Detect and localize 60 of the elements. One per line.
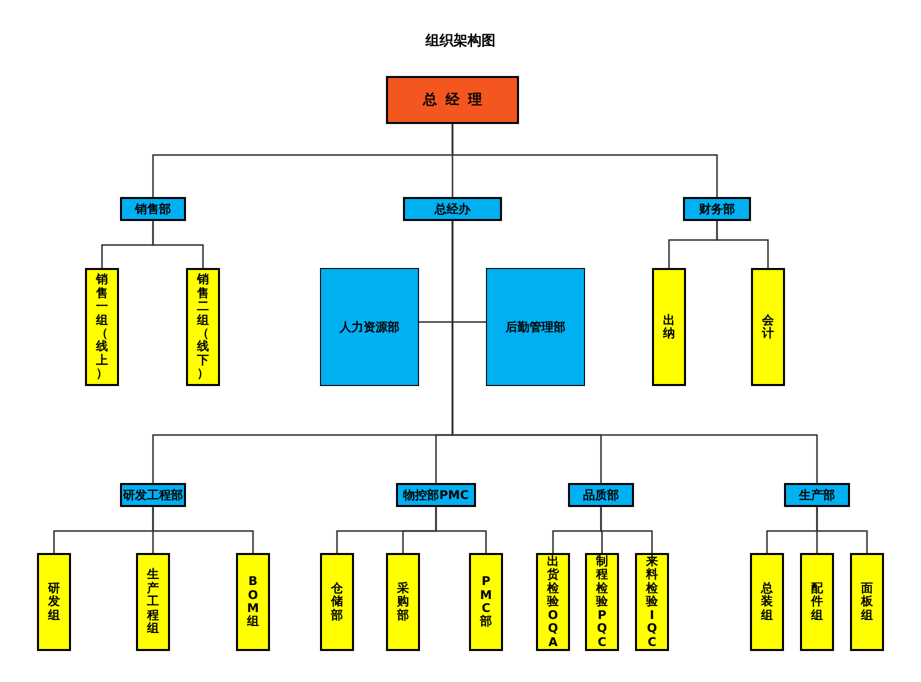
team-box <box>635 553 669 651</box>
connector-line <box>452 124 718 197</box>
node-label: PMC部 <box>480 575 492 629</box>
department-box <box>568 483 634 507</box>
node-label: 出纳 <box>663 314 675 340</box>
department-box <box>120 483 186 507</box>
node-label: 后勤管理部 <box>506 318 566 336</box>
chart-title: 组织架构图 <box>426 32 496 50</box>
connector-line <box>716 221 769 268</box>
department-box <box>396 483 476 507</box>
team-box <box>585 553 619 651</box>
node-label: 总装组 <box>761 582 773 622</box>
node-label: 仓储部 <box>331 582 343 622</box>
department-box <box>120 197 186 221</box>
node-label: BOM组 <box>247 575 259 629</box>
team-box <box>850 553 884 651</box>
node-label: 出货检验OQA <box>547 554 559 650</box>
node-label: 生产工程组 <box>147 568 159 636</box>
team-box <box>386 553 420 651</box>
team-box <box>800 553 834 651</box>
node-label: 人力资源部 <box>340 318 400 336</box>
department-box <box>784 483 850 507</box>
node-label: 品质部 <box>583 486 619 504</box>
node-label: 来料检验IQC <box>646 554 658 650</box>
node-label: 生产部 <box>799 486 835 504</box>
node-label: 研发工程部 <box>123 486 183 504</box>
node-label: 制程检验PQC <box>596 554 608 650</box>
department-box <box>320 268 419 386</box>
team-box <box>236 553 270 651</box>
connector-line <box>152 507 254 553</box>
connector-line <box>600 507 653 553</box>
team-box <box>469 553 503 651</box>
team-box <box>186 268 220 386</box>
node-label: 财务部 <box>699 200 735 218</box>
node-label: 配件组 <box>811 582 823 622</box>
team-box <box>652 268 686 386</box>
team-box <box>85 268 119 386</box>
node-label: 销售二组（线下） <box>197 273 209 381</box>
connector-line <box>435 507 487 553</box>
node-label: 物控部PMC <box>403 486 469 504</box>
team-box <box>37 553 71 651</box>
node-label: 采购部 <box>397 582 409 622</box>
team-box <box>320 553 354 651</box>
node-label: 面板组 <box>861 582 873 622</box>
connector-line <box>152 221 204 268</box>
team-box <box>136 553 170 651</box>
department-box <box>486 268 585 386</box>
node-label: 研发组 <box>48 582 60 622</box>
manager-box <box>386 76 519 124</box>
team-box <box>536 553 570 651</box>
department-box <box>683 197 751 221</box>
team-box <box>750 553 784 651</box>
node-label: 会计 <box>762 314 774 340</box>
connector-line <box>816 507 868 553</box>
node-label: 销售一组（线上） <box>96 273 108 381</box>
node-label: 销售部 <box>135 200 171 218</box>
node-label: 总经理 <box>423 91 490 109</box>
department-box <box>403 197 502 221</box>
team-box <box>751 268 785 386</box>
node-label: 总经办 <box>434 200 470 218</box>
